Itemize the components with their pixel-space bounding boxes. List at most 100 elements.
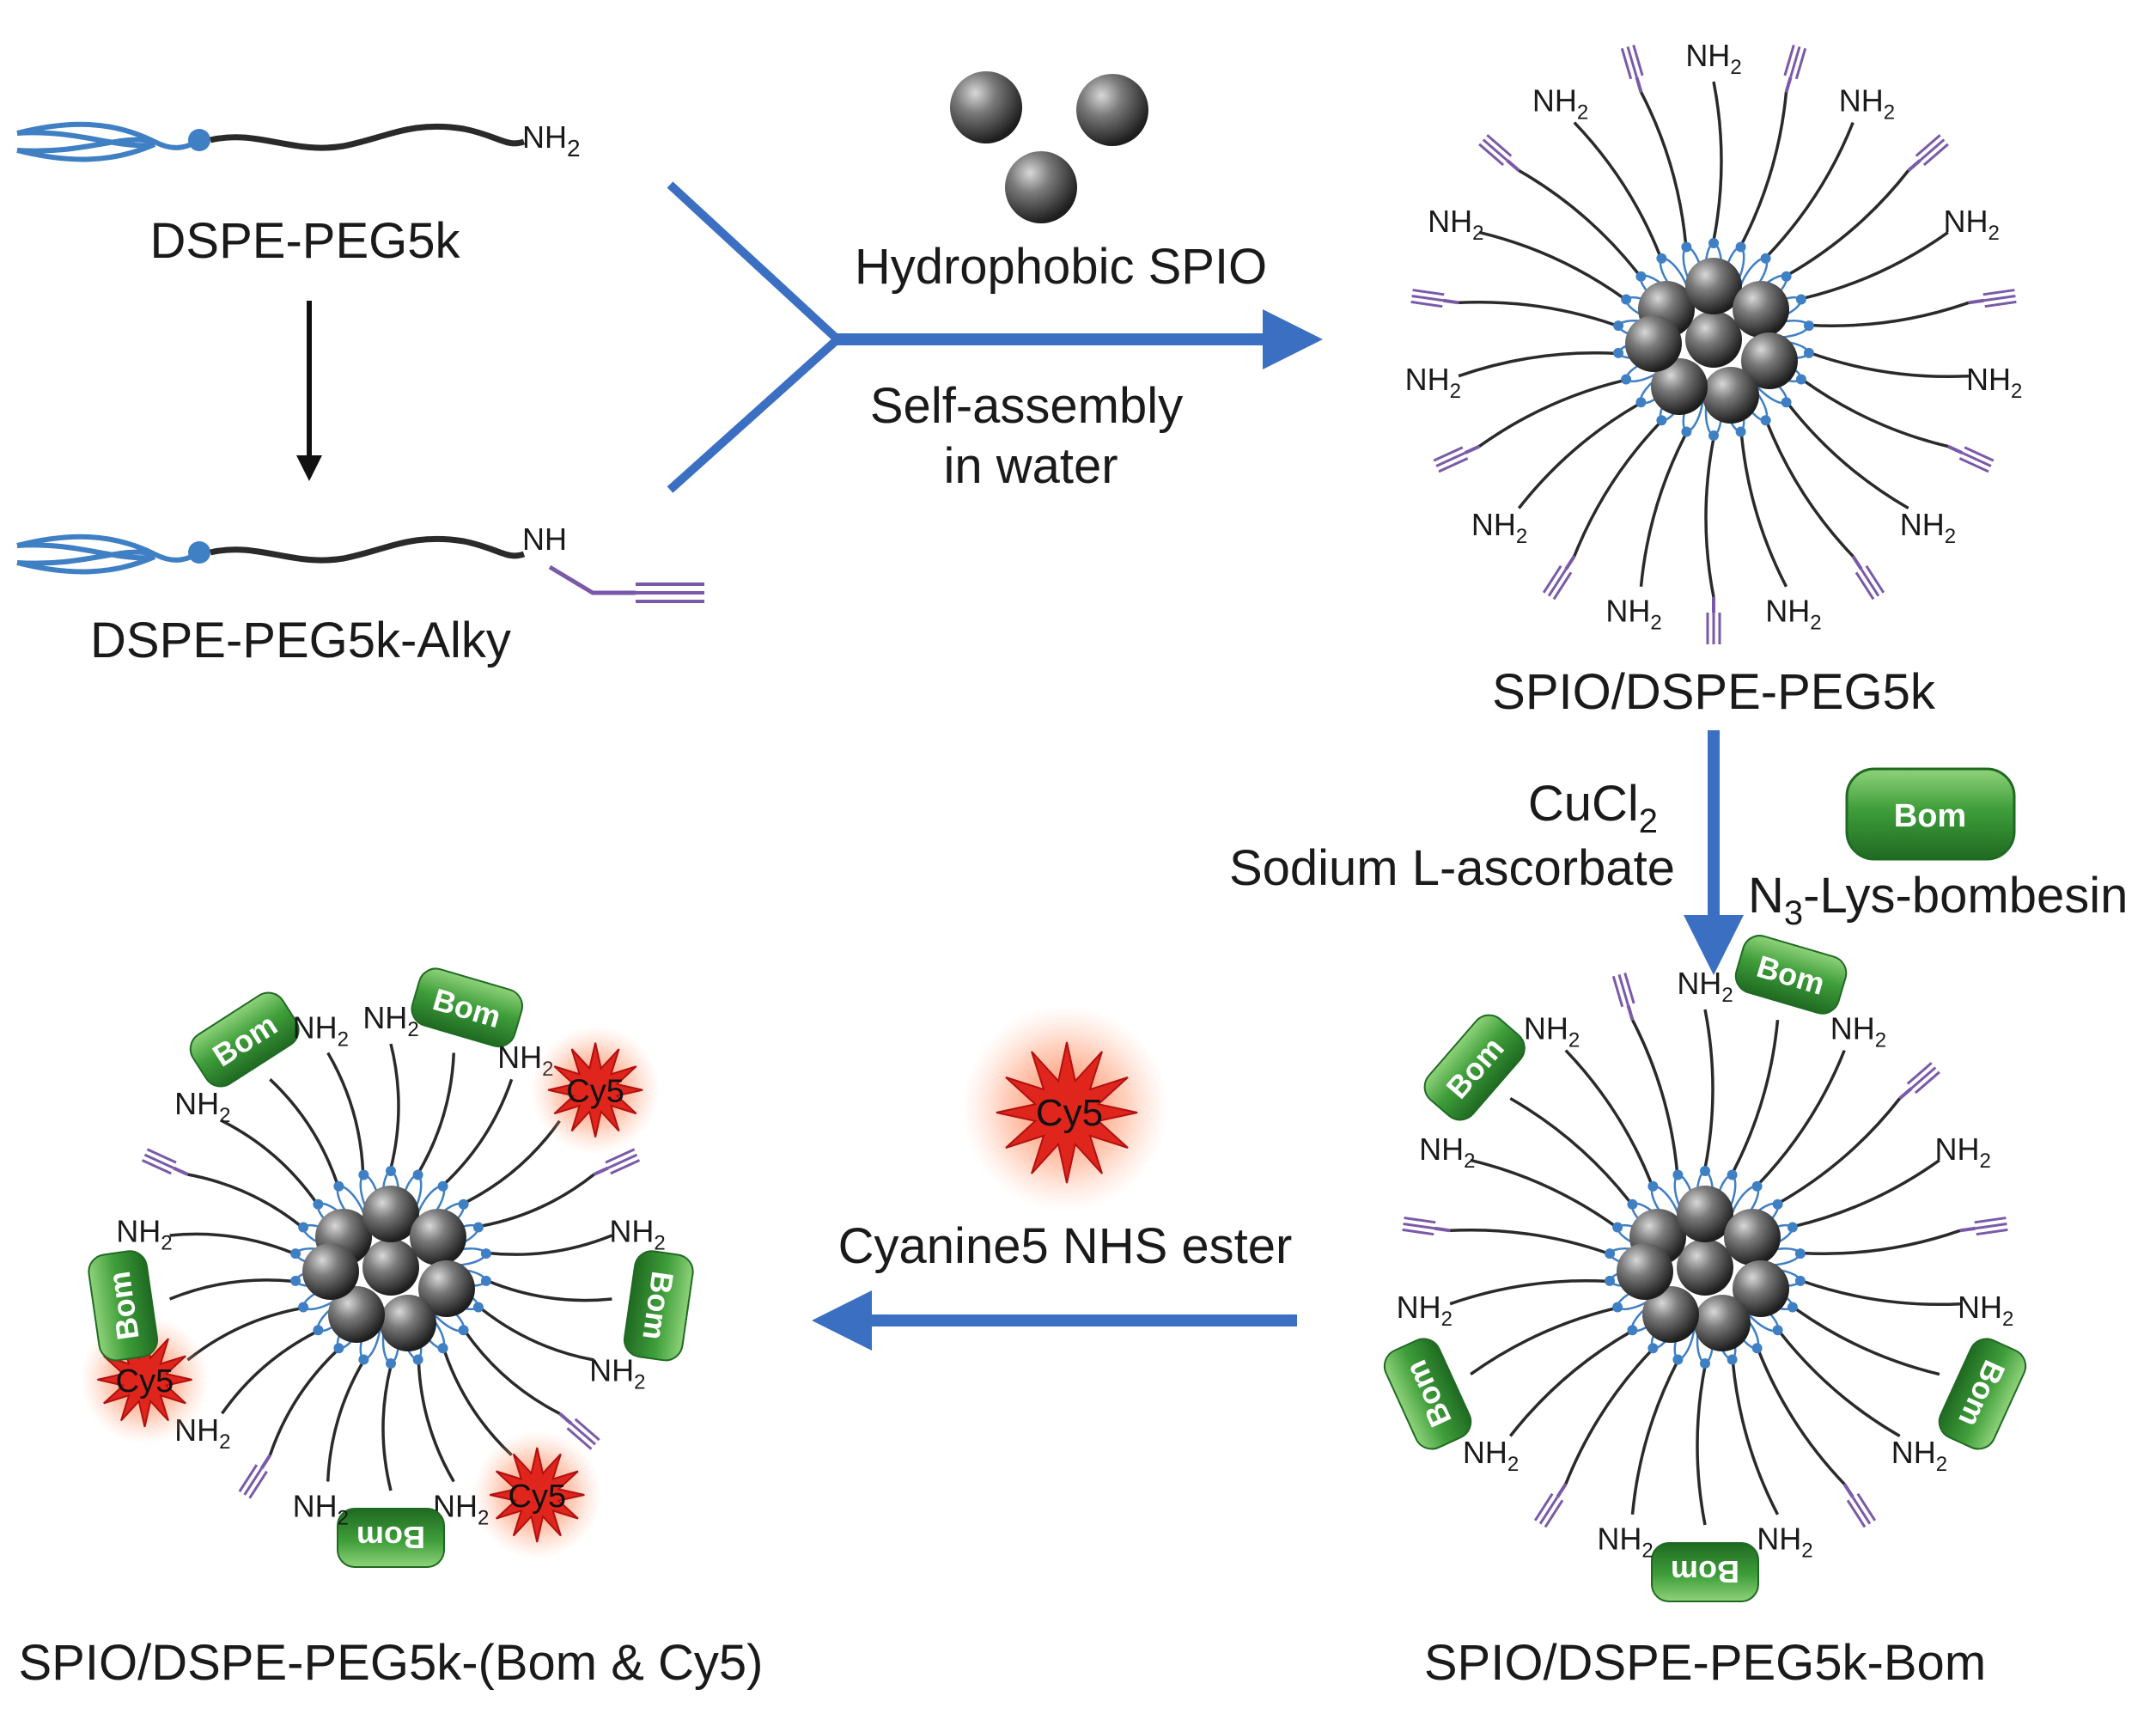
alkyne-group [1478, 134, 1520, 173]
self-assembly-arrow [667, 181, 1323, 493]
cy5-ester-label: Cyanine5 NHS ester [838, 1218, 1293, 1274]
alkyne-group [1542, 555, 1576, 601]
alkyne-group [1783, 44, 1807, 93]
cy5-dye: Cy5 [531, 1025, 661, 1155]
nh2-group: NH2 [1757, 1522, 1812, 1563]
nh2-group: NH2 [1677, 966, 1733, 1007]
alkyne-group [1533, 1483, 1568, 1528]
spio-core-sphere [1617, 1243, 1673, 1300]
spio-core-sphere [1724, 1209, 1781, 1266]
spio-core-sphere [380, 1295, 436, 1351]
bom-reagent-icon [1845, 767, 2016, 861]
alkyne-group [1611, 972, 1635, 1021]
spio-core-sphere [1685, 311, 1742, 368]
spio-core-sphere [1685, 258, 1742, 314]
nh2-group: NH2 [1471, 507, 1527, 548]
cy5-conjugation-arrow [812, 1290, 1297, 1351]
alkyne-group [1968, 289, 2017, 308]
bom-peptide: Bom [1734, 935, 1848, 1015]
dspe-label: DSPE-PEG5k [150, 213, 461, 269]
cy5-dye: Cy5 [472, 1430, 602, 1559]
bom-peptide: Bom [189, 991, 300, 1088]
spio-core-sphere [1741, 332, 1798, 389]
nh2-group: NH2 [1958, 1290, 2013, 1331]
spio-core-sphere [1677, 1239, 1733, 1296]
micelle-spio-dspe-bom-cy5: NH2BomNH2Cy5NH2BomNH2Cy5NH2BomNH2NH2Cy5B… [80, 967, 694, 1568]
nh2-group: NH2 [1966, 362, 2022, 403]
dspe-peg5k-molecule [16, 121, 526, 162]
nh2-group: NH2 [116, 1214, 172, 1255]
nh2-group: NH2 [362, 1000, 418, 1041]
alkyne-group [593, 1148, 641, 1176]
spio-core-sphere [1702, 367, 1759, 424]
micelle3-label: SPIO/DSPE-PEG5k-(Bom & Cy5) [19, 1635, 764, 1691]
nh2-group: NH2 [1405, 362, 1461, 403]
alkyne-group [1959, 1217, 2008, 1236]
nh2-group: NH2 [589, 1352, 645, 1394]
spio-core-sphere [362, 1239, 419, 1296]
cy5-dye-text: Cy5 [566, 1074, 624, 1110]
hydrophobic-spio-spheres [950, 71, 1148, 223]
cy5-dye-text: Cy5 [116, 1363, 174, 1400]
bom-peptide: Bom [623, 1250, 694, 1362]
spio-core-sphere [1733, 281, 1789, 338]
alkyne-group [1907, 134, 1949, 173]
spio-core-sphere [1733, 1260, 1789, 1317]
bom-peptide: Bom [1383, 1338, 1472, 1450]
spio-label: Hydrophobic SPIO [855, 239, 1267, 295]
ascorbate-label: Sodium L-ascorbate [1229, 840, 1675, 896]
alkyne-group [1410, 289, 1459, 308]
bom-peptide: Bom [411, 967, 523, 1048]
spio-core-sphere [1651, 358, 1708, 415]
nh2-group: NH2 [1685, 38, 1741, 79]
bom-peptide: Bom [1423, 1014, 1526, 1121]
alkyne-group [141, 1148, 189, 1176]
spio-core-sphere [1677, 1186, 1733, 1242]
nh2-group: NH2 [1597, 1522, 1653, 1563]
cy5-reagent-text: Cy5 [1036, 1092, 1103, 1134]
micelle2-label: SPIO/DSPE-PEG5k-Bom [1424, 1635, 1986, 1691]
spio-core-sphere [418, 1260, 475, 1317]
spio-core-sphere [1694, 1295, 1751, 1351]
nh2-group: NH2 [1891, 1435, 1947, 1476]
alkyne-group [1851, 555, 1885, 601]
bom-peptide: Bom [1938, 1338, 2027, 1450]
alkyne-group [1706, 597, 1721, 644]
nh2-group: NH2 [1943, 204, 1999, 245]
nh2-group: NH2 [1900, 507, 1956, 548]
nh2-group: NH2 [1934, 1131, 1990, 1173]
nh2-group: NH2 [1524, 1010, 1580, 1052]
spio-core-sphere [328, 1286, 385, 1343]
down-arrow-icon [296, 301, 322, 481]
alky-nh-group: NH [522, 521, 567, 557]
spio-core-sphere [302, 1243, 359, 1300]
nh2-group: NH2 [1397, 1290, 1453, 1331]
nh2-group: NH2 [174, 1086, 230, 1127]
dspe-peg5k-alky-molecule [16, 534, 704, 603]
alkyne-group [1402, 1217, 1451, 1236]
alkyne-group [1898, 1062, 1940, 1101]
micelle1-label: SPIO/DSPE-PEG5k [1492, 664, 1936, 720]
click-reaction-arrow [1684, 730, 1744, 975]
alkyne-group [558, 1412, 600, 1450]
spio-core-sphere [1642, 1286, 1699, 1343]
dspe-nh2-group: NH2 [522, 119, 581, 162]
nh2-group: NH2 [1830, 1010, 1886, 1052]
alkyne-group [1947, 444, 1995, 473]
cy5-reagent-icon [962, 1005, 1168, 1211]
nh2-group: NH2 [1463, 1435, 1519, 1476]
nh2-group: NH2 [1532, 82, 1588, 124]
spio-core-sphere [362, 1186, 419, 1242]
nh2-group: NH2 [1765, 594, 1821, 635]
alkyne-group [1620, 44, 1644, 93]
spio-core-sphere [1625, 315, 1682, 372]
nh2-group: NH2 [1428, 204, 1483, 245]
bom-reagent-text: Bom [1894, 798, 1966, 834]
nh2-group: NH2 [1419, 1131, 1475, 1173]
spio-core-sphere [410, 1209, 466, 1266]
nh2-group: NH2 [293, 1010, 349, 1052]
